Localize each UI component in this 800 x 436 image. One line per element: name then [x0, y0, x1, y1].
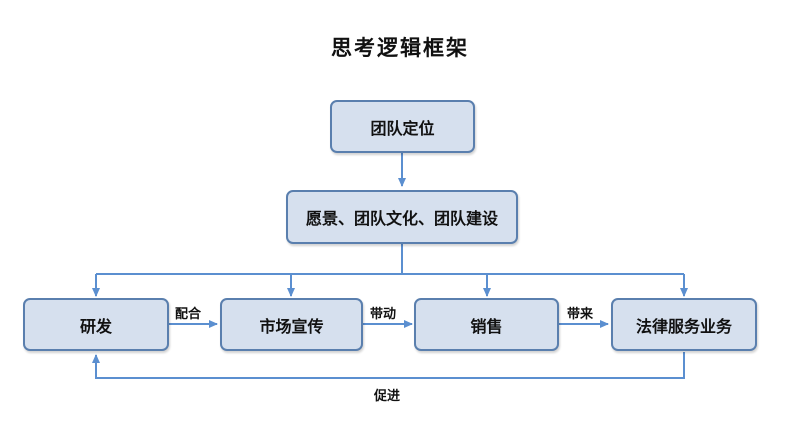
node-vision-culture: 愿景、团队文化、团队建设 [286, 190, 518, 244]
edge-label-cooperate: 配合 [175, 307, 202, 322]
node-marketing: 市场宣传 [220, 298, 363, 351]
diagram-title: 思考逻辑框架 [331, 35, 469, 60]
edge-label-promote: 促进 [374, 389, 401, 404]
node-rnd: 研发 [23, 298, 169, 351]
node-team-positioning: 团队定位 [330, 100, 475, 153]
edge-label-drive: 带动 [370, 307, 397, 322]
arrow-legal-to-rnd [92, 352, 685, 379]
node-sales: 销售 [414, 298, 559, 351]
node-legal-services: 法律服务业务 [611, 298, 757, 351]
edge-label-bring: 带来 [567, 307, 594, 322]
